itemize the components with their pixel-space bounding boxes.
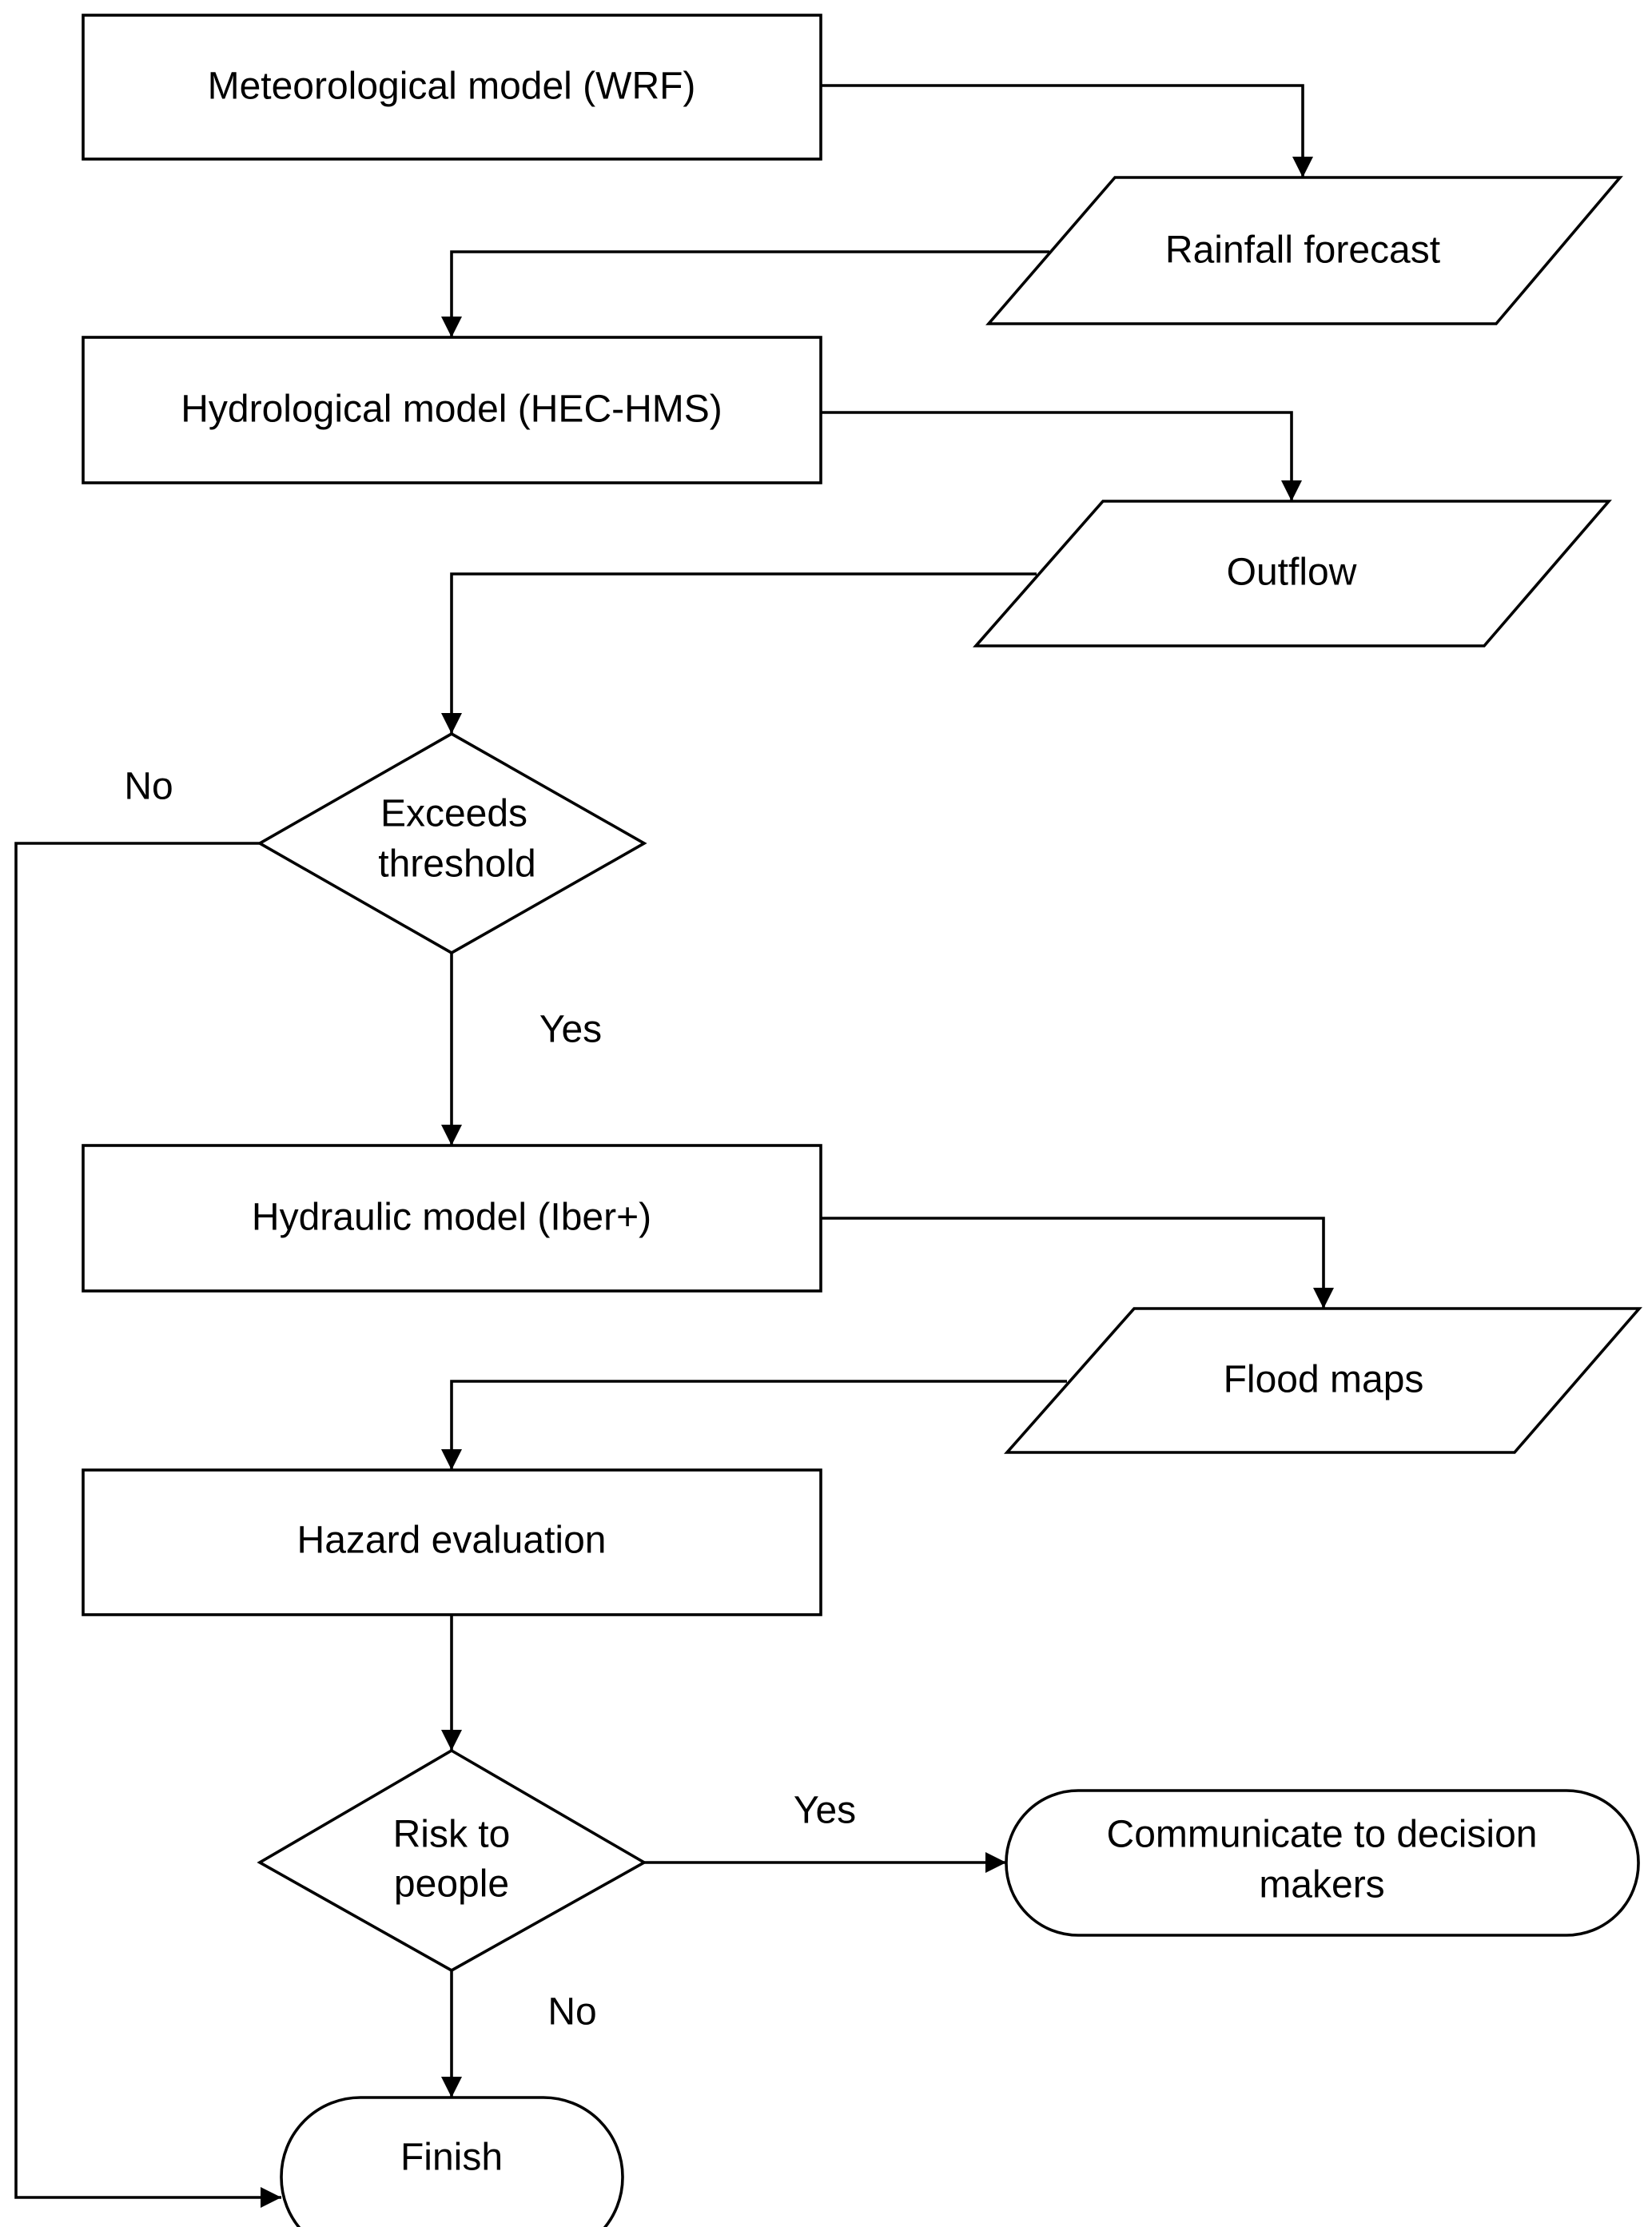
- edge-hydraulic-to-floodmaps: [821, 1217, 1334, 1309]
- label-risk-to-people-line1: Risk to: [393, 1814, 511, 1856]
- edge-rainfall-to-hydro: [441, 250, 1049, 337]
- node-rainfall-forecast: [985, 176, 1623, 325]
- node-outflow: [973, 500, 1612, 647]
- edge-label-threshold-no: No: [124, 766, 173, 808]
- node-meteorological-model: [82, 14, 822, 161]
- label-rainfall-forecast: Rainfall forecast: [1165, 229, 1440, 272]
- node-risk-to-people: [257, 1748, 647, 1973]
- label-hydrological-model: Hydrological model (HEC-HMS): [181, 388, 722, 431]
- node-hazard-evaluation: [82, 1468, 822, 1616]
- label-exceeds-threshold-line1: Exceeds: [380, 793, 527, 835]
- edge-hydro-to-outflow: [821, 411, 1302, 501]
- label-finish: Finish: [400, 2137, 503, 2179]
- label-risk-to-people-line2: people: [394, 1863, 509, 1906]
- edge-threshold-no-to-finish: [14, 842, 281, 2208]
- edge-label-risk-no: No: [547, 1991, 596, 2034]
- label-exceeds-threshold-line2: threshold: [378, 843, 535, 886]
- label-hydraulic-model: Hydraulic model (Iber+): [252, 1197, 651, 1239]
- node-hydrological-model: [82, 336, 822, 484]
- label-flood-maps: Flood maps: [1224, 1359, 1424, 1401]
- edge-label-risk-yes: Yes: [794, 1790, 856, 1832]
- edge-label-threshold-yes: Yes: [539, 1009, 602, 1051]
- node-hydraulic-model: [82, 1144, 822, 1293]
- label-communicate-line2: makers: [1259, 1864, 1384, 1906]
- edge-floodmaps-to-hazard: [441, 1380, 1067, 1470]
- node-exceeds-threshold: [257, 731, 647, 955]
- node-communicate-to-decision-makers: [1005, 1789, 1640, 1937]
- label-communicate-line1: Communicate to decision: [1107, 1814, 1538, 1856]
- node-flood-maps: [1004, 1307, 1642, 1454]
- label-outflow: Outflow: [1227, 552, 1357, 594]
- label-hazard-evaluation: Hazard evaluation: [297, 1520, 607, 1562]
- label-meteorological-model: Meteorological model (WRF): [208, 66, 696, 108]
- node-finish: [280, 2096, 624, 2227]
- edge-outflow-to-threshold: [441, 572, 1037, 734]
- edge-meteo-to-rainfall: [821, 84, 1313, 177]
